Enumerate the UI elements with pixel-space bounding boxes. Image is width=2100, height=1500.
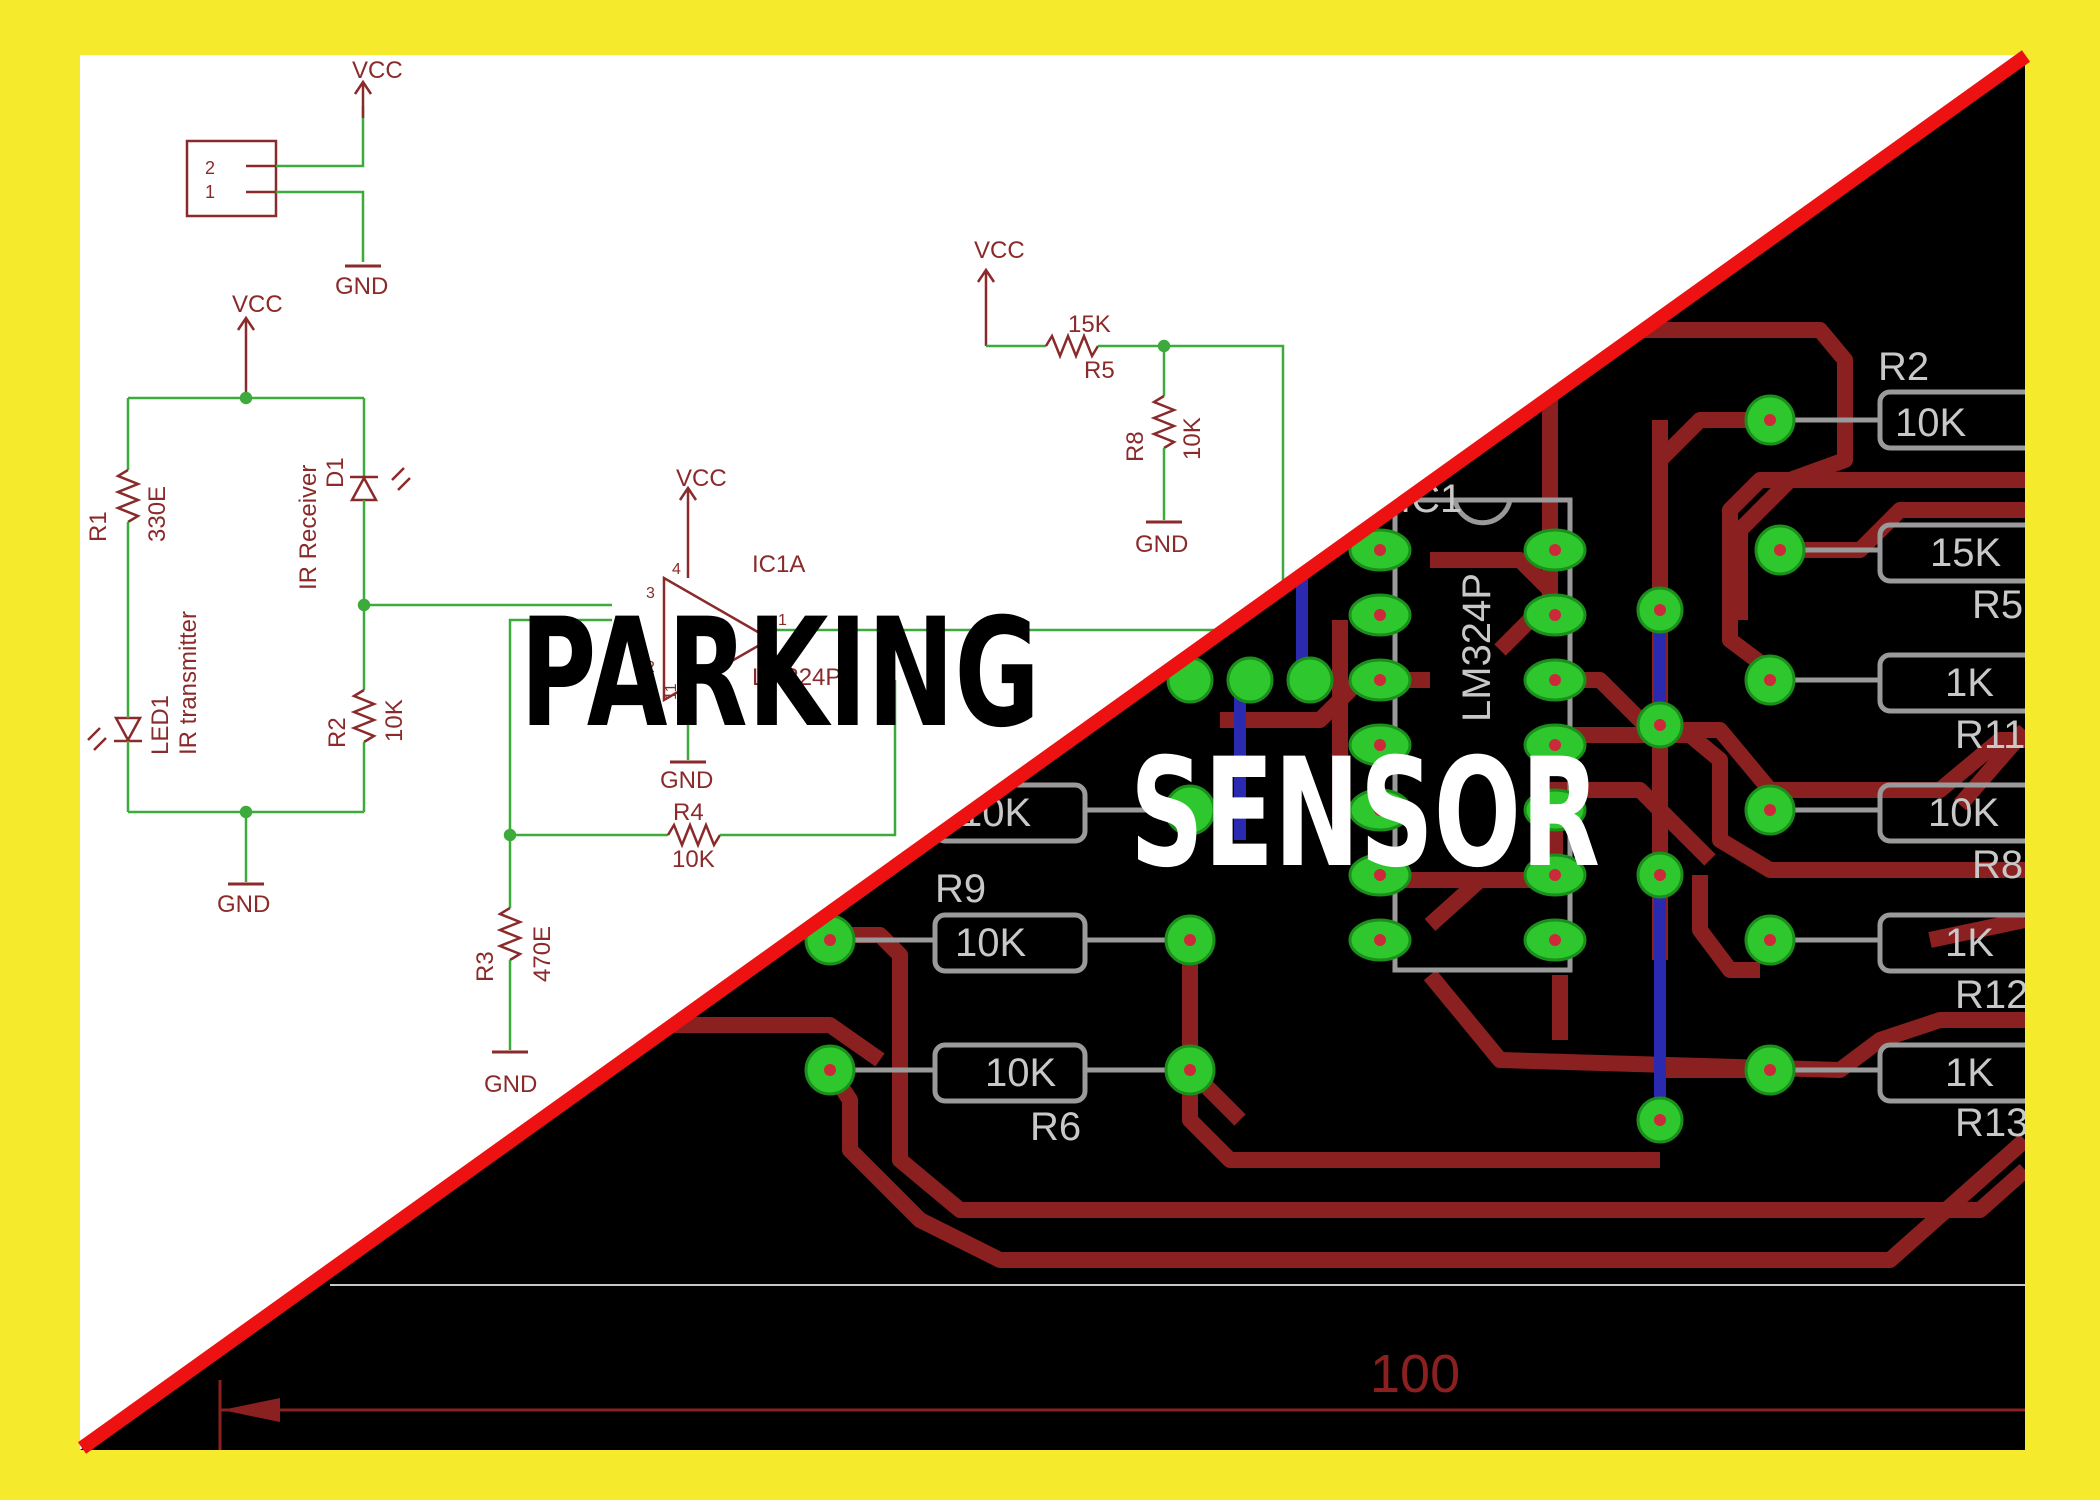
d1-desc: IR Receiver: [295, 465, 322, 590]
diagonal-divider: [77, 50, 2031, 1454]
connector-j1: 2 1 VCC GND: [185, 57, 403, 300]
pcb-r6-name: R6: [1030, 1105, 1081, 1149]
r5-name: R5: [1084, 357, 1115, 384]
pcb-ic-part: LM324P: [1455, 573, 1499, 722]
r4-value: 10K: [672, 846, 715, 873]
r2-name: R2: [324, 717, 351, 748]
r3-gnd-label: GND: [484, 1071, 537, 1098]
left-gnd-label: GND: [217, 891, 270, 918]
r3-value: 470E: [529, 926, 556, 982]
pcb-r2-value: 10K: [1895, 401, 1966, 445]
dimension-label: 100: [1370, 1344, 1460, 1404]
pad-drills: [824, 414, 1786, 1126]
copper-traces: [640, 322, 2025, 1268]
r2-value: 10K: [381, 699, 408, 742]
led1-name: LED1: [147, 695, 174, 755]
ic1a-pin1: 1: [778, 612, 787, 629]
pcb-r12-value: 1K: [1945, 921, 1994, 965]
ic1a-pin4: 4: [672, 561, 681, 578]
title-parking: PARKING: [520, 587, 1040, 761]
pcb-r13-name: R13: [1955, 1101, 2028, 1145]
r8-name: R8: [1122, 431, 1149, 462]
r8-value: 10K: [1179, 417, 1206, 460]
ic1a-gnd-label: GND: [660, 767, 713, 794]
pcb-r8-name: R8: [1972, 843, 2023, 887]
pcb-r13-value: 1K: [1945, 1051, 1994, 1095]
led1-desc: IR transmitter: [175, 611, 202, 755]
silkscreen-labels: R2 10K 15K R5 1K R11 10K R8 1K R12 1K R1…: [935, 345, 2028, 1149]
threshold-divider: VCC 15K R5 GND R8 10K: [974, 237, 1285, 630]
ic1a-vcc-label: VCC: [676, 465, 727, 492]
pcb-r8-value: 10K: [1928, 791, 1999, 835]
pcb-r5-name: R5: [1972, 583, 2023, 627]
connector-pin1-label: 1: [205, 182, 215, 202]
ic1a-name: IC1A: [752, 551, 805, 578]
r8-gnd-label: GND: [1135, 531, 1188, 558]
dimension-annotation: 100: [218, 1284, 2025, 1450]
pcb-r11-value: 1K: [1945, 661, 1994, 705]
ic1a-pin3: 3: [646, 585, 655, 602]
pcb-r11-name: R11: [1955, 713, 2025, 757]
r5-value: 15K: [1068, 311, 1111, 338]
title-sensor: SENSOR: [1130, 727, 1600, 901]
r5-vcc-label: VCC: [974, 237, 1025, 264]
ir-transmitter-receiver-net: VCC R1 330E LED1 IR transmitter: [85, 291, 612, 918]
r1-name: R1: [85, 511, 112, 542]
ic1a-pin11: 11: [663, 683, 680, 700]
pcb-r9-value: 10K: [955, 921, 1026, 965]
left-vcc-label: VCC: [232, 291, 283, 318]
pcb-r6-value: 10K: [985, 1051, 1056, 1095]
pcb-r9-name: R9: [935, 867, 986, 911]
connector-vcc-label: VCC: [352, 57, 403, 84]
r4-name: R4: [673, 799, 704, 826]
r3-name: R3: [472, 951, 499, 982]
connector-gnd-label: GND: [335, 273, 388, 300]
opamp-ic1a: VCC GND IC1A LM324P 4 3 2 1 11 R4 10K: [472, 465, 1280, 1098]
schematic: 2 1 VCC GND VCC R1 330E: [85, 57, 1285, 1098]
connector-pin2-label: 2: [205, 158, 215, 178]
pcb-r5-value: 15K: [1930, 531, 2001, 575]
ic1a-pin2: 2: [646, 659, 655, 676]
ic1a-part: LM324P: [752, 664, 841, 691]
r1-value: 330E: [144, 486, 171, 542]
d1-name: D1: [322, 457, 349, 488]
pcb-r12-name: R12: [1955, 973, 2028, 1017]
pcb-r2-name: R2: [1878, 345, 1929, 389]
